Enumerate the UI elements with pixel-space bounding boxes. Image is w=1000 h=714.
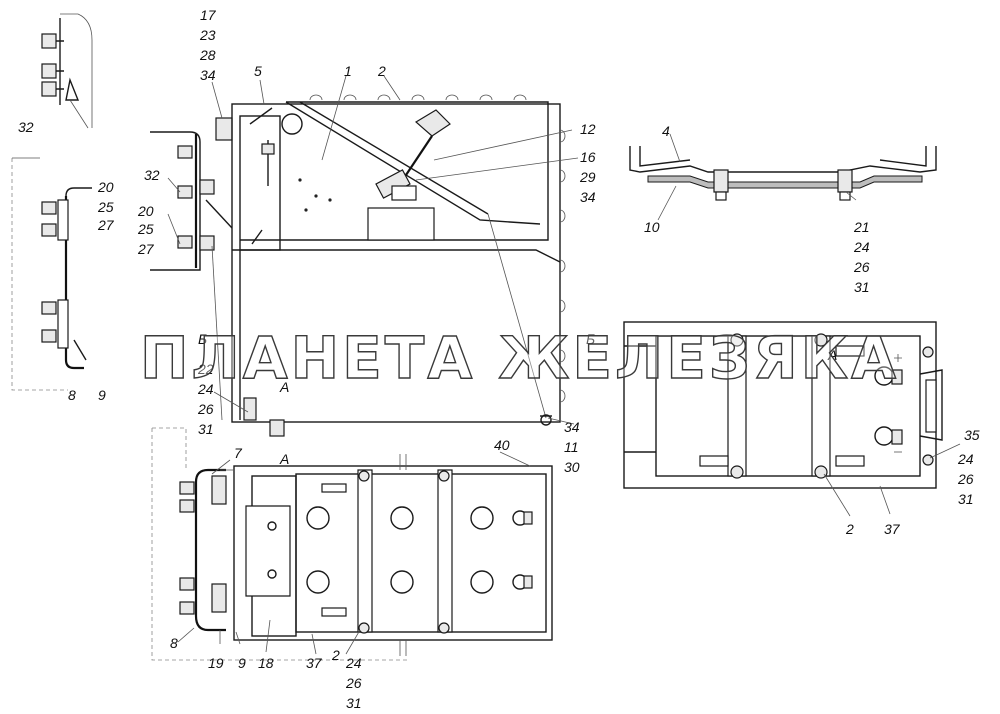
callout-section-b: Б: [198, 331, 207, 347]
callout-16: 16: [580, 149, 596, 165]
callout-24: 24: [197, 381, 214, 397]
callout-2: 2: [331, 647, 340, 663]
callout-35: 35: [964, 427, 980, 443]
callout-1: 1: [344, 63, 352, 79]
callout-26: 26: [957, 471, 974, 487]
callout-labels: 17 23 28 34 5 1 2 32 32 20 25 27 20 25 2…: [18, 7, 980, 711]
callout-section-a: А: [279, 379, 289, 395]
callout-17: 17: [200, 7, 217, 23]
callout-section-a: А: [279, 451, 289, 467]
callout-9: 9: [238, 655, 246, 671]
callout-10: 10: [644, 219, 660, 235]
callout-26: 26: [853, 259, 870, 275]
plan-view-right: [623, 321, 943, 489]
callout-20: 20: [97, 179, 114, 195]
callout-11: 11: [564, 439, 579, 455]
plan-view-left: [151, 427, 553, 661]
callout-25: 25: [137, 221, 154, 237]
callout-26: 26: [345, 675, 362, 691]
callout-section-b: Б: [586, 331, 595, 347]
callout-25: 25: [97, 199, 114, 215]
callout-24: 24: [853, 239, 870, 255]
callout-26: 26: [197, 401, 214, 417]
callout-12: 12: [580, 121, 596, 137]
leader-lines: [167, 75, 961, 655]
callout-40: 40: [494, 437, 510, 453]
callout-28: 28: [199, 47, 216, 63]
callout-34: 34: [200, 67, 216, 83]
callout-31: 31: [198, 421, 214, 437]
callout-20: 20: [137, 203, 154, 219]
callout-34: 34: [580, 189, 596, 205]
callout-31: 31: [958, 491, 974, 507]
callout-8: 8: [68, 387, 76, 403]
callout-29: 29: [579, 169, 596, 185]
callout-32: 32: [144, 167, 160, 183]
callout-31: 31: [346, 695, 362, 711]
callout-8: 8: [170, 635, 178, 651]
callout-27: 27: [137, 241, 155, 257]
main-side-view: [150, 94, 566, 437]
callout-5: 5: [254, 63, 262, 79]
callout-19: 19: [208, 655, 224, 671]
callout-4: 4: [662, 123, 670, 139]
callout-2: 2: [377, 63, 386, 79]
callout-7: 7: [234, 445, 243, 461]
watermark-text: ПЛАНЕТА ЖЕЛЕЗЯКА: [140, 324, 899, 392]
callout-23: 23: [199, 27, 216, 43]
callout-9: 9: [98, 387, 106, 403]
callout-27: 27: [97, 217, 115, 233]
callout-32: 32: [18, 119, 34, 135]
callout-21: 21: [853, 219, 870, 235]
callout-37: 37: [884, 521, 901, 537]
callout-37: 37: [306, 655, 323, 671]
callout-22: 22: [197, 361, 214, 377]
callout-30: 30: [564, 459, 580, 475]
left-bracket-detail-top: [41, 13, 93, 129]
cross-section-view: [629, 146, 937, 201]
callout-24: 24: [345, 655, 362, 671]
left-bracket-detail-side: [11, 157, 92, 391]
callout-34: 34: [564, 419, 580, 435]
callout-24: 24: [957, 451, 974, 467]
callout-section-a: А: [827, 347, 837, 363]
callout-31: 31: [854, 279, 870, 295]
callout-18: 18: [258, 655, 274, 671]
callout-2: 2: [845, 521, 854, 537]
